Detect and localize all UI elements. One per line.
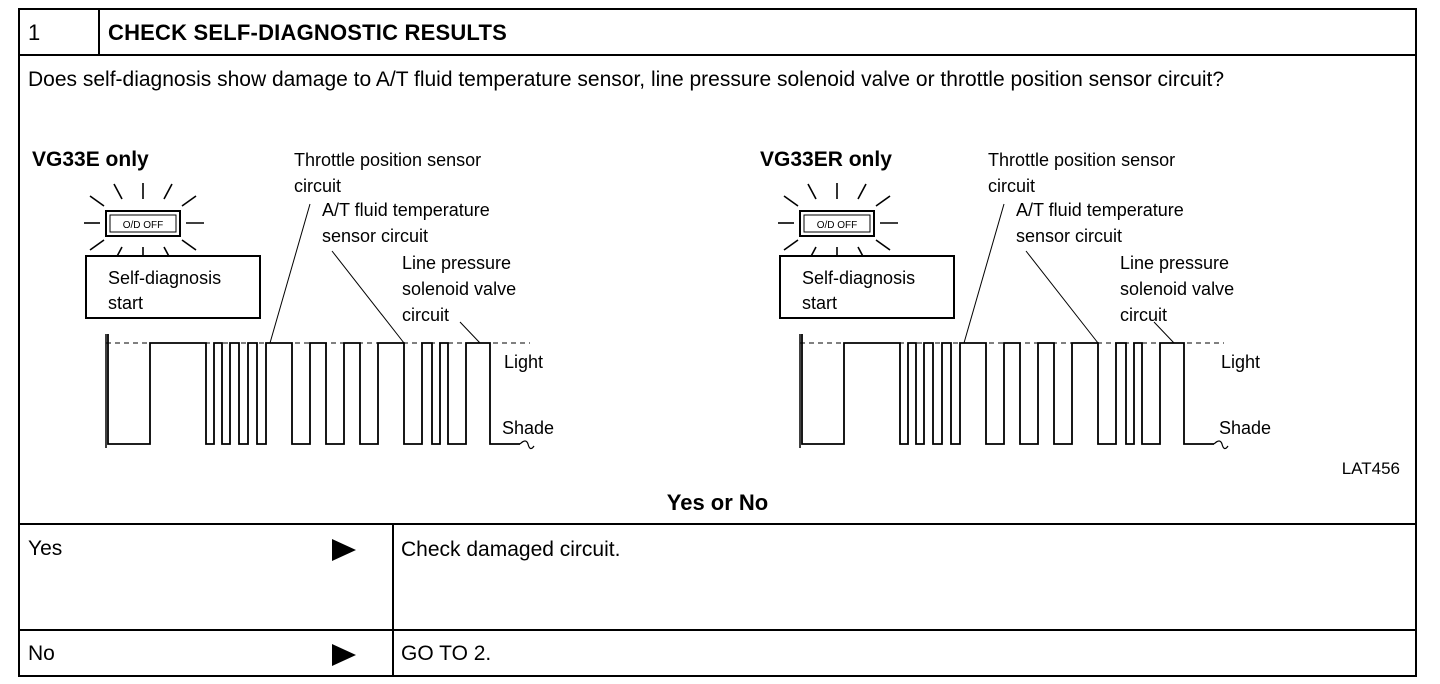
diagram-title: VG33E only xyxy=(32,148,149,171)
header-divider xyxy=(98,10,100,54)
diagram-vg33er: VG33ER only O/D OFF Self-diagnosis start… xyxy=(760,148,1271,450)
callout-tps-line-1: Throttle position sensor xyxy=(988,150,1175,170)
callout-lps-line-1: Line pressure xyxy=(1120,253,1229,273)
diagram-title: VG33ER only xyxy=(760,148,892,171)
self-diagnosis-waveform-figure: VG33E only O/D OFF Self-diagnosis start … xyxy=(32,148,1400,478)
callout-lps-line-1: Line pressure xyxy=(402,253,511,273)
start-box-line-1: Self-diagnosis xyxy=(108,268,221,288)
row-divider xyxy=(20,629,1415,631)
step-header: 1 CHECK SELF-DIAGNOSTIC RESULTS xyxy=(20,10,1415,56)
callout-atf-line-2: sensor circuit xyxy=(322,226,428,246)
arrow-right-icon xyxy=(332,539,356,561)
diagnosis-question: Does self-diagnosis show damage to A/T f… xyxy=(28,68,1225,91)
step-title: CHECK SELF-DIAGNOSTIC RESULTS xyxy=(108,20,507,45)
action-yes: Check damaged circuit. xyxy=(401,538,621,561)
callout-lps-line-3: circuit xyxy=(402,305,449,325)
callout-tps-line-2: circuit xyxy=(988,176,1035,196)
answer-yes: Yes xyxy=(28,537,63,560)
figure-code: LAT456 xyxy=(1342,459,1400,478)
callout-lps-line-3: circuit xyxy=(1120,305,1167,325)
callout-atf-line-2: sensor circuit xyxy=(1016,226,1122,246)
callout-tps-line-1: Throttle position sensor xyxy=(294,150,481,170)
diagram-vg33e: VG33E only O/D OFF Self-diagnosis start … xyxy=(32,148,554,450)
start-box-line-2: start xyxy=(802,293,837,313)
od-off-lamp-label: O/D OFF xyxy=(123,220,164,231)
step-number: 1 xyxy=(28,20,41,45)
start-box-line-2: start xyxy=(108,293,143,313)
row-divider xyxy=(20,523,1415,525)
level-light-label: Light xyxy=(504,352,543,372)
level-shade-label: Shade xyxy=(1219,418,1271,438)
action-no: GO TO 2. xyxy=(401,642,492,665)
column-divider xyxy=(392,523,394,675)
level-shade-label: Shade xyxy=(502,418,554,438)
callout-lps-line-2: solenoid valve xyxy=(1120,279,1234,299)
level-light-label: Light xyxy=(1221,352,1260,372)
diagnostic-step-table: 1 CHECK SELF-DIAGNOSTIC RESULTS Does sel… xyxy=(18,8,1417,677)
od-off-lamp-label: O/D OFF xyxy=(817,220,858,231)
start-box-line-1: Self-diagnosis xyxy=(802,268,915,288)
callout-tps-line-2: circuit xyxy=(294,176,341,196)
callout-lps-line-2: solenoid valve xyxy=(402,279,516,299)
answer-no: No xyxy=(28,642,55,665)
callout-atf-line-1: A/T fluid temperature xyxy=(322,200,490,220)
decision-label: Yes or No xyxy=(666,490,769,515)
callout-atf-line-1: A/T fluid temperature xyxy=(1016,200,1184,220)
arrow-right-icon xyxy=(332,644,356,666)
